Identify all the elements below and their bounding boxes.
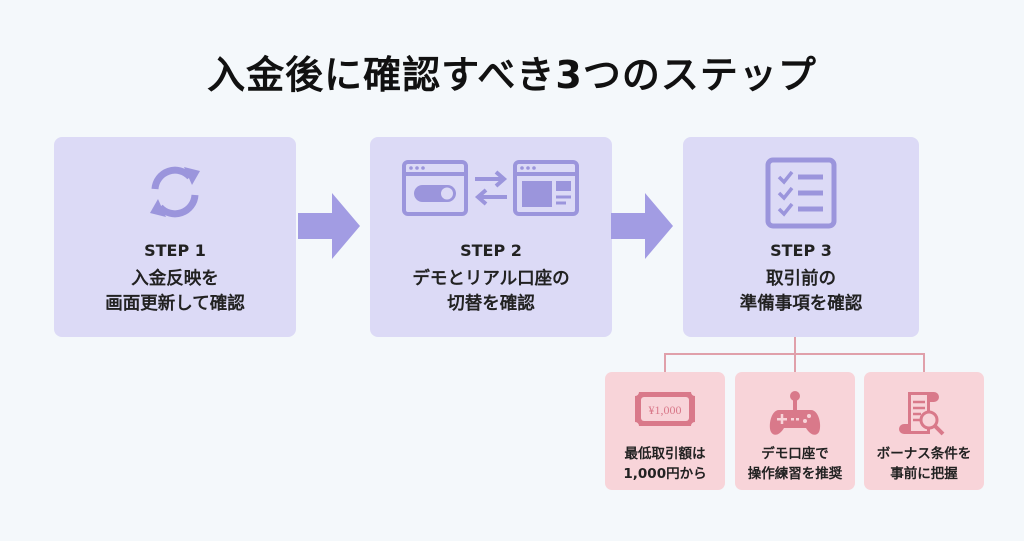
sub-item-line: 事前に把握 <box>890 466 958 482</box>
sub-item-card-2: デモ口座で 操作練習を推奨 <box>735 372 855 490</box>
sub-item-description: 最低取引額は 1,000円から <box>605 444 725 484</box>
step-description: デモとリアル口座の 切替を確認 <box>370 267 612 317</box>
step-description: 入金反映を 画面更新して確認 <box>54 267 296 317</box>
step-description: 取引前の 準備事項を確認 <box>683 267 919 317</box>
sub-item-card-1: ¥1,000 最低取引額は 1,000円から <box>605 372 725 490</box>
banknote-amount: ¥1,000 <box>649 403 682 417</box>
step-description-line: デモとリアル口座の <box>412 269 570 289</box>
step-label: STEP 2 <box>460 241 522 260</box>
gamepad-icon <box>735 390 855 438</box>
sub-item-line: ボーナス条件を <box>876 446 972 462</box>
sub-item-line: 操作練習を推奨 <box>747 466 843 482</box>
step-description-line: 入金反映を <box>131 269 219 289</box>
sub-item-line: 最低取引額は <box>624 446 706 462</box>
checklist-icon <box>683 157 919 229</box>
sub-item-line: デモ口座で <box>761 446 829 462</box>
step-card-2: STEP 2 デモとリアル口座の 切替を確認 <box>370 137 612 337</box>
step-description-line: 画面更新して確認 <box>105 294 245 314</box>
document-search-icon <box>864 390 984 438</box>
step-label: STEP 1 <box>144 241 206 260</box>
sub-item-line: 1,000円から <box>623 466 707 482</box>
step-label: STEP 3 <box>770 241 832 260</box>
step-description-line: 切替を確認 <box>447 294 535 314</box>
step-card-1: STEP 1 入金反映を 画面更新して確認 <box>54 137 296 337</box>
sub-item-description: デモ口座で 操作練習を推奨 <box>735 444 855 484</box>
refresh-icon <box>54 157 296 227</box>
step-description-line: 準備事項を確認 <box>739 294 863 314</box>
next-arrow-icon <box>611 193 673 259</box>
account-switch-icon <box>370 157 612 227</box>
sub-item-card-3: ボーナス条件を 事前に把握 <box>864 372 984 490</box>
banknote-icon: ¥1,000 <box>605 390 725 438</box>
page-title: 入金後に確認すべき3つのステップ <box>207 53 817 97</box>
sub-item-description: ボーナス条件を 事前に把握 <box>864 444 984 484</box>
next-arrow-icon <box>298 193 360 259</box>
step-card-3: STEP 3 取引前の 準備事項を確認 <box>683 137 919 337</box>
step-description-line: 取引前の <box>766 269 836 289</box>
